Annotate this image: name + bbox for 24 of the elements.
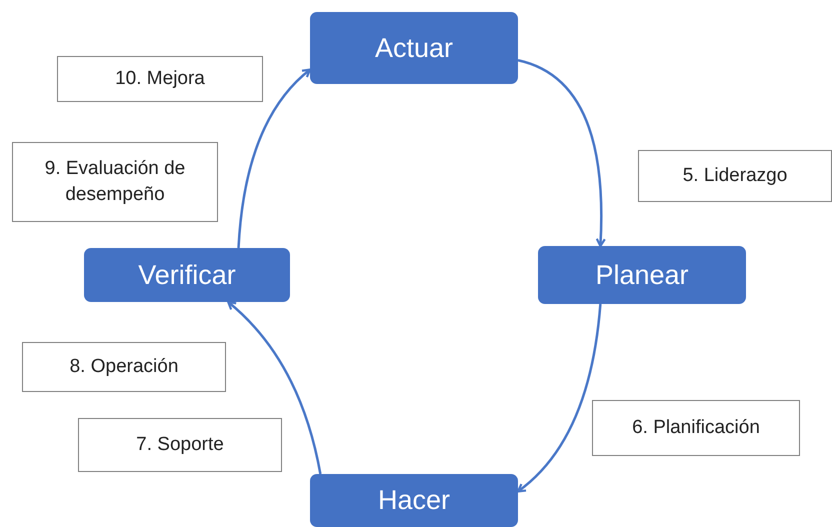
- stage-label: Hacer: [378, 485, 450, 516]
- stage-label: Actuar: [374, 32, 454, 64]
- stage-box: [310, 474, 518, 527]
- clause-label: 10. Mejora: [115, 67, 205, 92]
- clause-label: 9. Evaluación de desempeño: [44, 157, 186, 207]
- stage-label: Verificar: [138, 260, 236, 290]
- curved-arrow: [227, 300, 322, 474]
- clause-box: [22, 342, 226, 392]
- curved-arrow: [237, 68, 312, 248]
- clause-box: [592, 400, 800, 456]
- clause-label: 7. Soporte: [136, 433, 224, 458]
- stage-box: [538, 246, 746, 304]
- curved-arrow: [516, 304, 602, 492]
- stage-box: [310, 12, 518, 84]
- clause-box: [78, 418, 282, 472]
- clause-label: 6. Planificación: [632, 416, 760, 440]
- stage-label: Planear: [595, 260, 689, 290]
- stage-box: [84, 248, 290, 302]
- clause-label: 8. Operación: [70, 355, 178, 380]
- clause-box: [57, 56, 263, 102]
- clause-label: 5. Liderazgo: [682, 164, 788, 188]
- clause-box: [638, 150, 832, 202]
- clause-box: [12, 142, 218, 222]
- curved-arrow: [518, 59, 606, 248]
